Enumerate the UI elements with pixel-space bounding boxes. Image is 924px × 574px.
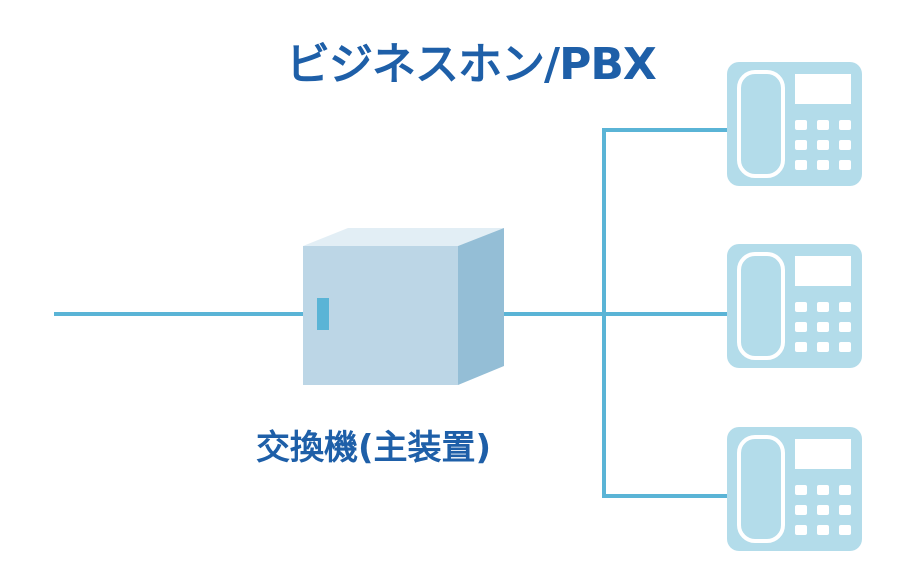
phone-display [795,439,851,469]
phone-key [839,322,851,332]
desk-phone-icon [727,62,862,186]
phone-key [795,505,807,515]
phone-key [839,302,851,312]
phone-key [839,342,851,352]
phone-display [795,74,851,104]
phone-display [795,256,851,286]
phone-handset [737,435,785,543]
phone-key [795,302,807,312]
box-slot [317,298,329,330]
phone-key [839,160,851,170]
phone-key [839,140,851,150]
desk-phone-icon [727,427,862,551]
phone-key [817,525,829,535]
phone-key [817,120,829,130]
phones-group [727,62,862,551]
box-side [458,228,504,385]
phone-key [817,322,829,332]
desk-phone-icon [727,244,862,368]
diagram-title: ビジネスホン/PBX [286,39,657,90]
phone-key [817,140,829,150]
phone-key [839,485,851,495]
phone-key [795,120,807,130]
phone-key [795,160,807,170]
phone-key [817,342,829,352]
phone-key [795,322,807,332]
phone-key [795,140,807,150]
phone-key [839,505,851,515]
phone-key [795,485,807,495]
phone-key [817,505,829,515]
phone-key [817,302,829,312]
phone-handset [737,252,785,360]
phone-key [795,342,807,352]
box-top [303,228,504,246]
phone-key [795,525,807,535]
phone-handset [737,70,785,178]
pbx-label: 交換機(主装置) [256,428,492,468]
phone-key [839,120,851,130]
phone-key [817,160,829,170]
phone-key [839,525,851,535]
phone-key [817,485,829,495]
server-box-icon [303,228,504,385]
